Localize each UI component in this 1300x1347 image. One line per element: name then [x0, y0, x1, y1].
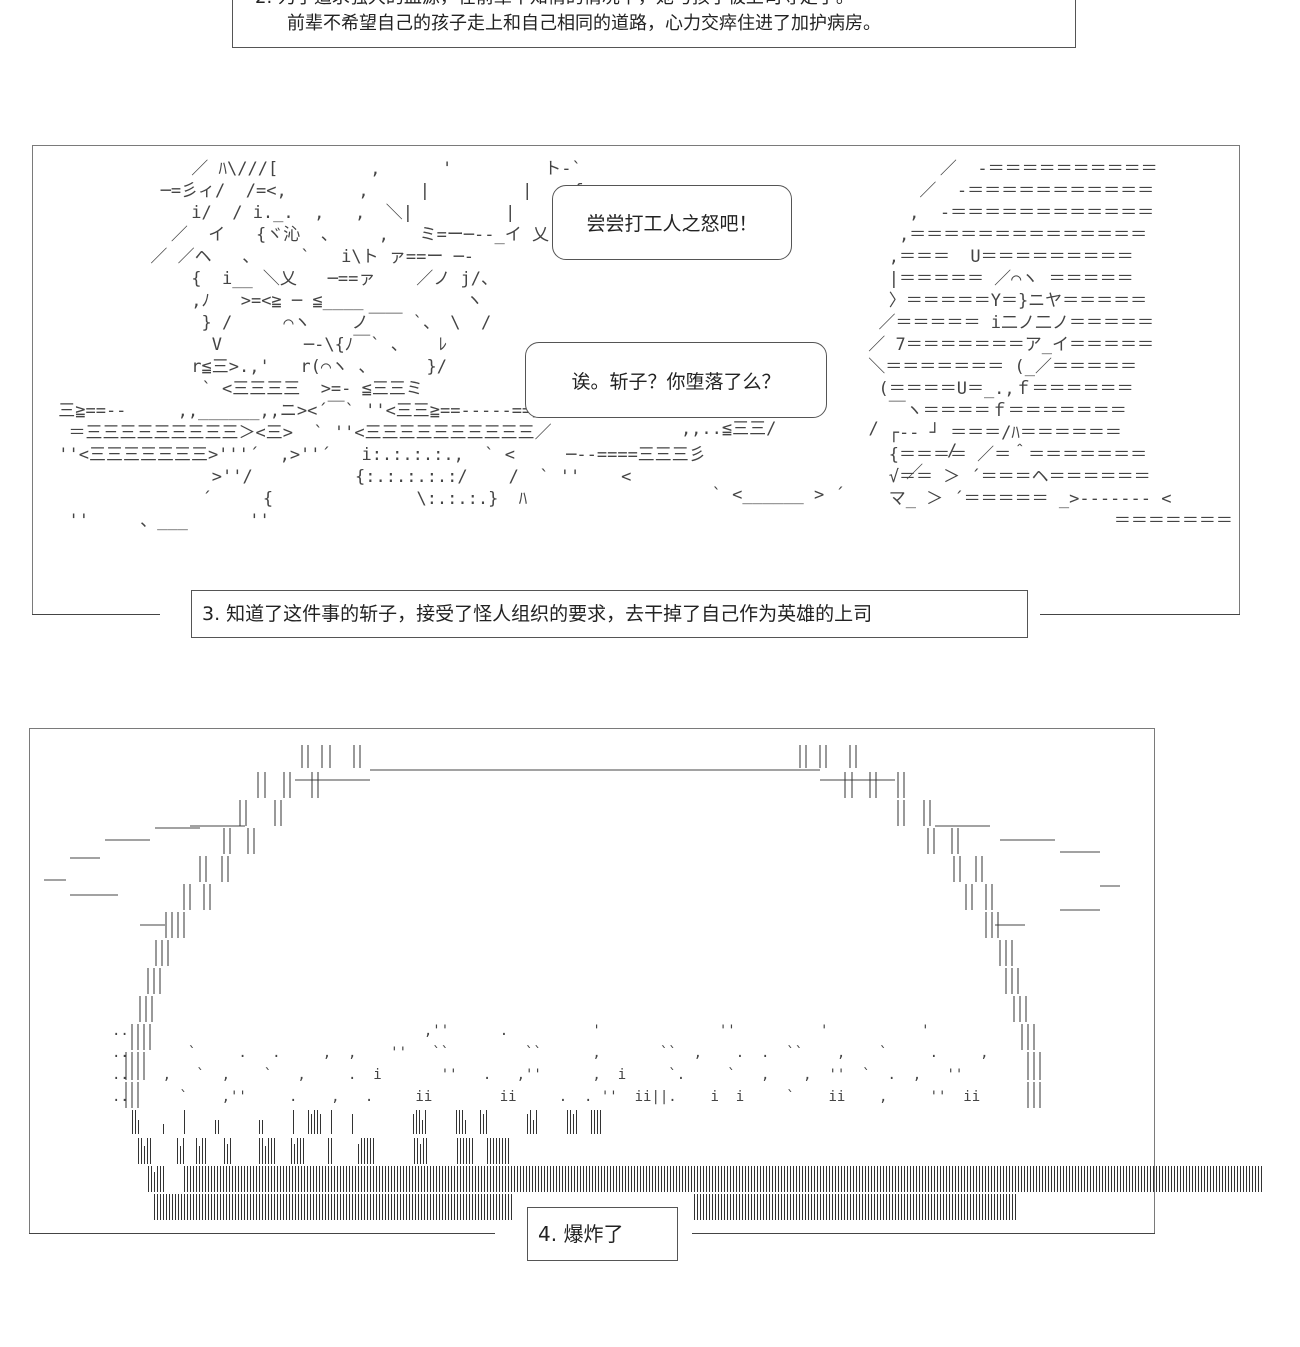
panel3-art-mid: ,,..≦三三/ / / ／ ` <______ > ´ — [680, 419, 958, 505]
panel4-bottom-line-left — [29, 1233, 495, 1234]
panel3-frame — [32, 145, 1240, 615]
panel3-speech-bubble-2-text: 诶。斩子？你堕落了么？ — [571, 370, 781, 393]
panel3-art-right: ／ -＝＝＝＝＝＝＝＝＝＝ ／ -＝＝＝＝＝＝＝＝＝＝＝ , -＝＝＝＝＝＝＝＝… — [868, 159, 1233, 531]
explosion-debris-row-1 — [132, 1110, 603, 1134]
explosion-debris-row-4b — [694, 1194, 1024, 1220]
panel4-caption-text: 4. 爆炸了 — [538, 1222, 624, 1246]
panel2-caption: 2. 为了追求强大的血源，在前辈不知情的情况下，她与孩子被上司夺走了。 前辈不希… — [232, 0, 1076, 48]
panel3-speech-bubble-1: 尝尝打工人之怒吧！ — [552, 185, 792, 260]
panel4-frame — [29, 728, 1155, 1234]
explosion-sparks: .. ,'' . ' '' ' ' .. ` . . , , '' `` `` … — [112, 1023, 989, 1105]
panel3-caption-text: 3. 知道了这件事的斩子，接受了怪人组织的要求，去干掉了自己作为英雄的上司 — [202, 603, 873, 625]
panel3-speech-bubble-1-text: 尝尝打工人之怒吧！ — [586, 213, 758, 235]
panel3-speech-bubble-2: 诶。斩子？你堕落了么？ — [525, 342, 827, 418]
panel4-bottom-line-right — [692, 1233, 1155, 1234]
panel2-caption-line1: 2. 为了追求强大的血源，在前辈不知情的情况下，她与孩子被上司夺走了。 — [245, 0, 1063, 11]
explosion-debris-row-2 — [138, 1138, 511, 1164]
panel3-bottom-line-left — [32, 614, 160, 615]
panel2-caption-line2: 前辈不希望自己的孩子走上和自己相同的道路，心力交瘁住进了加护病房。 — [287, 13, 881, 34]
panel4-caption: 4. 爆炸了 — [527, 1207, 678, 1261]
panel3-caption: 3. 知道了这件事的斩子，接受了怪人组织的要求，去干掉了自己作为英雄的上司 — [191, 590, 1028, 638]
panel3-bottom-line-right — [1040, 614, 1240, 615]
explosion-debris-row-4 — [154, 1194, 514, 1220]
explosion-debris-row-3 — [148, 1166, 1264, 1192]
